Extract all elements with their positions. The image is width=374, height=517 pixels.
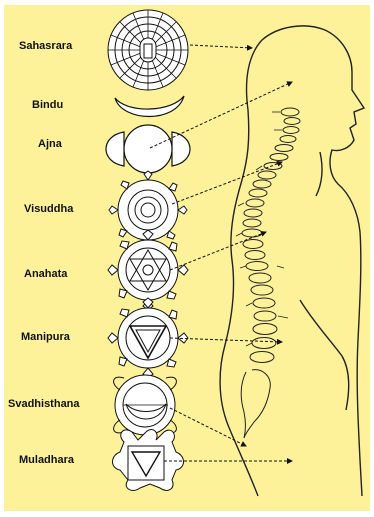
square-triangle-lotus-icon	[113, 430, 184, 491]
spine-icon	[236, 108, 300, 438]
two-petal-lotus-icon	[106, 125, 190, 173]
thousand-petal-lotus-icon	[108, 10, 188, 90]
arrow-visuddha	[172, 162, 282, 204]
human-silhouette-icon	[220, 26, 364, 496]
arrow-ajna	[150, 82, 292, 148]
crescent-lotus-icon	[114, 375, 177, 435]
crescent-moon-icon	[115, 96, 184, 117]
arrow-svadhisthana	[170, 408, 246, 446]
arrow-sahasrara	[190, 45, 252, 48]
